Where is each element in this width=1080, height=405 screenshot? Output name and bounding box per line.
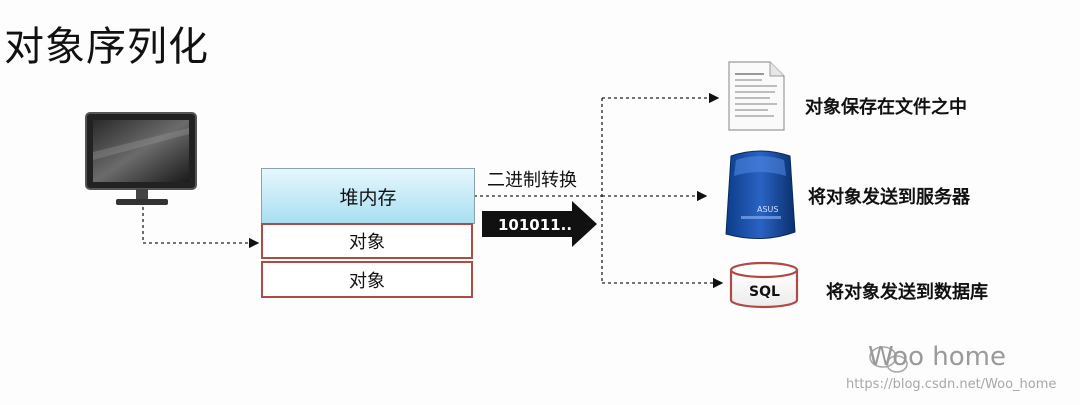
watermark-brand: Woo home <box>868 342 1006 372</box>
object-box: 对象 <box>261 223 473 259</box>
wechat-logo-icon <box>869 346 908 373</box>
monitor-to-heap-arrow <box>142 207 260 249</box>
heap-memory-block: 堆内存 <box>261 168 475 224</box>
binary-text: 101011.. <box>498 216 572 234</box>
server-icon: ASUS <box>725 150 796 240</box>
destination-file-label: 对象保存在文件之中 <box>805 97 967 118</box>
conversion-label: 二进制转换 <box>487 170 577 191</box>
server-brand: ASUS <box>757 205 778 214</box>
monitor-icon <box>85 112 197 205</box>
document-icon <box>728 61 785 131</box>
destination-database-label: 将对象发送到数据库 <box>826 282 988 303</box>
binary-arrow: 101011.. <box>482 201 597 247</box>
watermark-url: https://blog.csdn.net/Woo_home <box>846 377 1057 392</box>
destination-server-label: 将对象发送到服务器 <box>808 187 970 208</box>
database-icon: SQL <box>729 261 799 309</box>
object-box: 对象 <box>261 261 473 298</box>
database-text: SQL <box>749 284 780 300</box>
page-title: 对象序列化 <box>4 24 209 70</box>
